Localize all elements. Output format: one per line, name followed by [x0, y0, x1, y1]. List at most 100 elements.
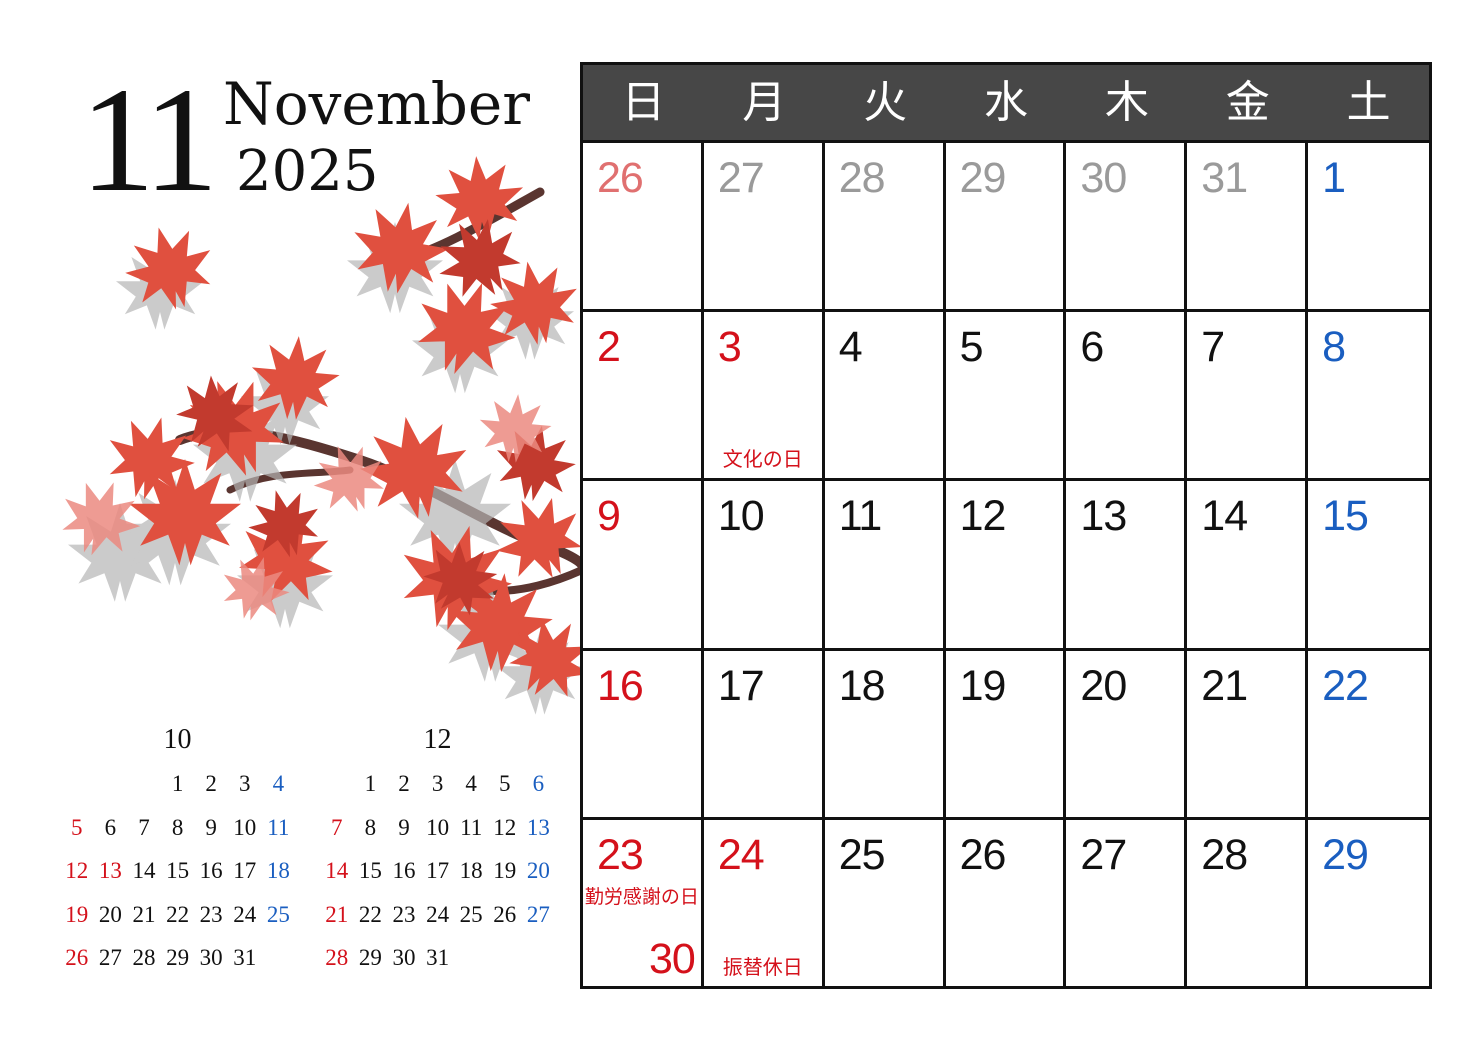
mini-day: 27 [98, 945, 122, 970]
mini-day: 27 [526, 901, 550, 927]
day-number: 9 [597, 492, 621, 541]
day-number: 26 [597, 154, 644, 202]
mini-day-blank [320, 762, 354, 806]
mini-day-blank [127, 762, 161, 806]
day-number: 29 [1322, 830, 1369, 879]
day-number: 28 [1201, 830, 1248, 879]
day-cell: 9 [583, 478, 704, 648]
day-number: 27 [1080, 830, 1127, 879]
day-cell: 5 [945, 309, 1067, 479]
mini-day: 13 [526, 814, 550, 840]
mini-day: 12 [493, 814, 517, 840]
mini-day: 14 [132, 858, 156, 883]
day-number: 26 [959, 830, 1007, 879]
day-number: 19 [959, 661, 1007, 710]
day-cell: 1 [1308, 140, 1429, 309]
day-number: 14 [1201, 492, 1248, 541]
mini-day: 5 [71, 814, 83, 840]
mini-day: 1 [171, 771, 184, 796]
mini-day: 24 [233, 901, 257, 927]
mini-day: 15 [166, 858, 190, 883]
mini-day: 14 [325, 858, 349, 883]
mini-day: 13 [98, 858, 122, 883]
mini-day: 25 [266, 901, 290, 927]
day-number: 10 [717, 492, 765, 541]
day-cell: 29 [1308, 816, 1429, 986]
mini-day: 8 [171, 814, 184, 840]
mini-day: 26 [65, 945, 89, 970]
day-cell: 13 [1066, 478, 1188, 648]
mini-day: 20 [98, 901, 122, 927]
day-cell: 20 [1066, 647, 1188, 817]
day-cell: 25 [824, 816, 946, 986]
day-number: 18 [838, 661, 886, 710]
mini-day: 24 [426, 901, 450, 927]
mini-day: 12 [65, 858, 89, 883]
day-number: 20 [1080, 661, 1127, 710]
mini-day: 7 [331, 814, 343, 840]
mini-day: 8 [364, 814, 377, 840]
day-number: 7 [1201, 323, 1225, 372]
mini-day: 21 [132, 901, 156, 927]
day-cell: 4 [824, 309, 946, 479]
mini-day: 31 [426, 945, 450, 970]
mini-day: 4 [272, 771, 285, 796]
mini-day: 11 [267, 814, 290, 840]
mini-day: 3 [431, 771, 444, 796]
mini-day-blank [60, 762, 94, 806]
mini-day: 28 [132, 945, 156, 970]
mini-day: 9 [398, 814, 410, 840]
day-number: 4 [838, 323, 863, 372]
mini-day: 25 [459, 901, 483, 927]
holiday-label: 振替休日 [722, 954, 803, 979]
day-cell: 21 [1187, 647, 1309, 817]
day-number: 12 [959, 492, 1007, 541]
mini-day: 9 [205, 814, 217, 840]
day-number: 25 [838, 830, 886, 879]
mini-calendar-title: 12 [423, 724, 452, 755]
mini-day: 17 [233, 858, 257, 883]
weekday-header: 日 月 火 水 木 金 土 [583, 65, 1429, 140]
day-number: 23 [597, 830, 644, 879]
mini-day: 21 [325, 901, 349, 927]
shared-day-number: 30 [649, 934, 696, 983]
mini-day: 30 [392, 945, 416, 970]
day-number: 8 [1322, 323, 1346, 372]
day-number: 15 [1322, 492, 1369, 541]
day-cell: 11 [824, 478, 946, 648]
weekday-sat: 土 [1346, 77, 1391, 128]
day-cell: 29 [945, 140, 1067, 310]
mini-day: 2 [398, 771, 410, 796]
day-number: 13 [1080, 492, 1127, 541]
mini-day: 19 [65, 901, 89, 927]
day-number: 11 [838, 492, 883, 541]
day-cell: 28 [1187, 816, 1309, 986]
day-number: 31 [1201, 154, 1248, 202]
day-cell: 15 [1308, 478, 1429, 647]
mini-day: 17 [426, 858, 450, 883]
mini-day: 29 [358, 945, 382, 970]
mini-day: 16 [199, 858, 223, 883]
day-number: 28 [838, 154, 886, 202]
day-number: 6 [1080, 323, 1104, 372]
mini-day: 10 [426, 814, 450, 840]
mini-day: 10 [233, 814, 257, 840]
day-number: 5 [959, 323, 984, 372]
holiday-label: 文化の日 [722, 447, 803, 472]
mini-day: 30 [199, 945, 223, 970]
month-name: November [223, 70, 530, 138]
day-number: 29 [959, 154, 1007, 202]
mini-day: 11 [460, 814, 483, 840]
mini-day: 29 [166, 945, 190, 970]
mini-day: 20 [526, 858, 550, 883]
weekday-mon: 月 [742, 77, 787, 128]
day-number: 17 [717, 661, 765, 710]
day-cell: 22 [1308, 647, 1429, 817]
